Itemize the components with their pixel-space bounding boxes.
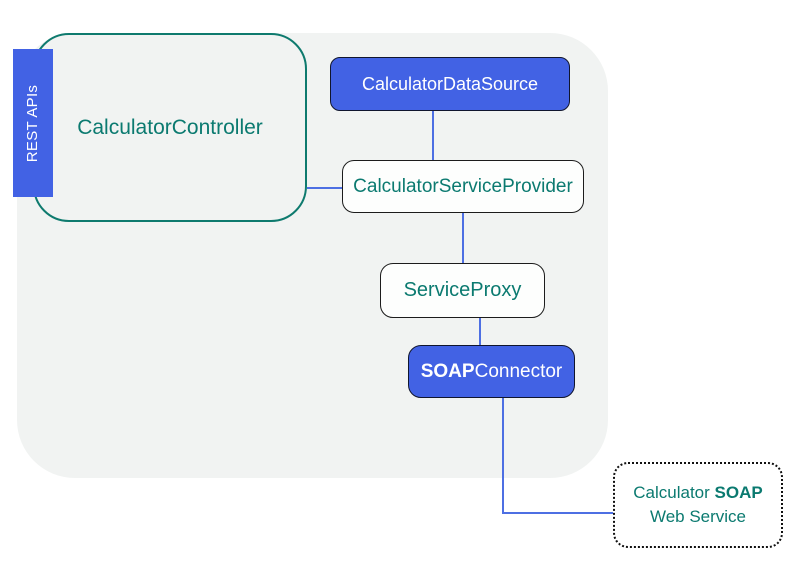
node-calculator-soap-web-service: Calculator SOAP Web Service xyxy=(613,462,783,548)
connector-controller-to-service-provider xyxy=(307,187,342,189)
connector-service-provider-to-service-proxy xyxy=(462,213,464,263)
web-service-label-line1-regular: Calculator xyxy=(633,483,715,503)
node-soap-connector-label-bold: SOAP xyxy=(420,360,475,382)
rest-apis-tag-label: REST APIs xyxy=(24,84,42,162)
connector-soap-connector-to-web-service-horizontal xyxy=(502,512,613,514)
node-soap-connector-label: SOAPConnector xyxy=(421,361,563,383)
node-calculator-datasource: CalculatorDataSource xyxy=(330,57,570,111)
node-calculator-controller-label: CalculatorController xyxy=(77,115,263,139)
node-calculator-controller: CalculatorController xyxy=(33,33,307,222)
rest-apis-tag: REST APIs xyxy=(13,49,53,197)
node-calculator-soap-web-service-label: Calculator SOAP Web Service xyxy=(633,481,762,529)
connector-service-proxy-to-soap-connector xyxy=(479,318,481,345)
web-service-label-line1-bold: SOAP xyxy=(714,483,763,503)
node-service-proxy: ServiceProxy xyxy=(380,263,545,318)
connector-soap-connector-to-web-service-vertical xyxy=(502,398,504,514)
node-calculator-service-provider-label: CalculatorServiceProvider xyxy=(353,175,573,197)
node-service-proxy-label: ServiceProxy xyxy=(403,279,522,301)
node-calculator-service-provider: CalculatorServiceProvider xyxy=(342,160,584,213)
node-soap-connector: SOAPConnector xyxy=(408,345,575,398)
node-calculator-datasource-label: CalculatorDataSource xyxy=(361,73,539,94)
web-service-label-line2: Web Service xyxy=(649,507,747,526)
connector-datasource-to-service-provider xyxy=(432,111,434,160)
node-soap-connector-label-rest: Connector xyxy=(474,360,563,382)
